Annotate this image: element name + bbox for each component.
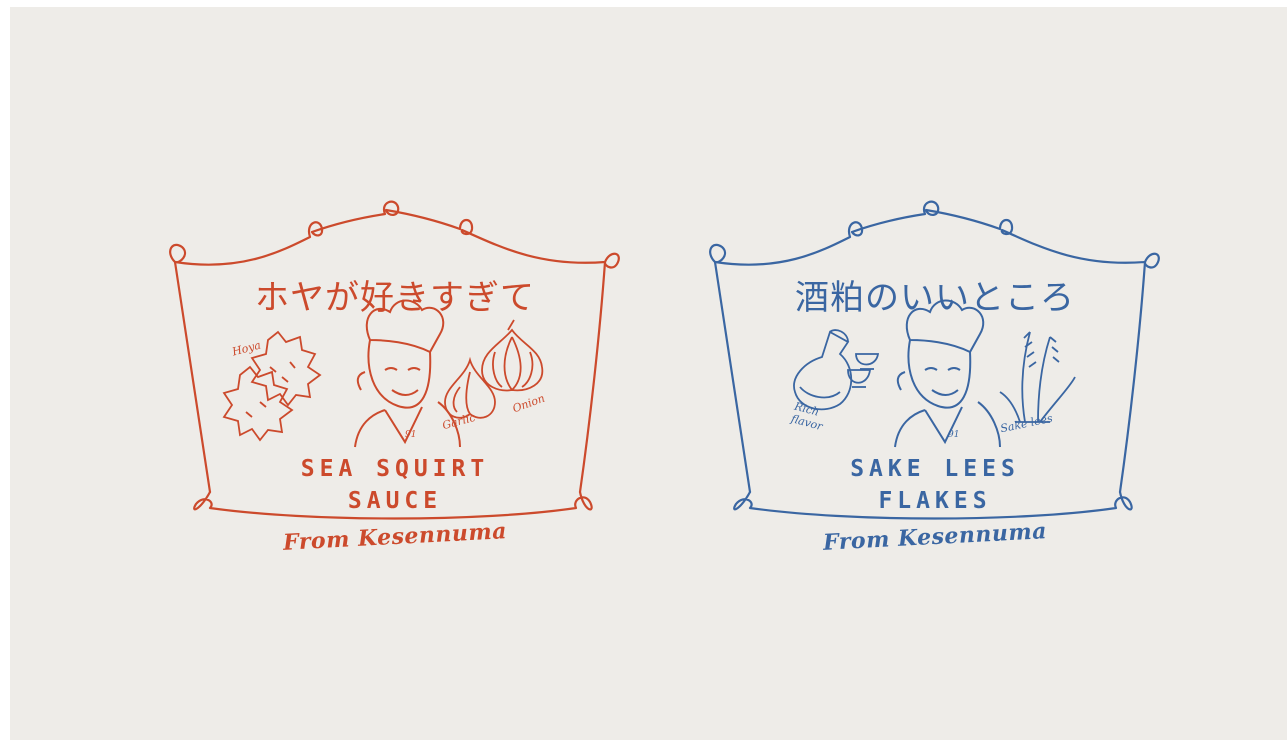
garlic-icon xyxy=(444,356,496,419)
sea-squirt-icon xyxy=(222,330,322,442)
sake-cups-icon xyxy=(847,353,880,388)
sea-squirt-sauce-label: ホヤが好きすぎて Hoya Garlic Onion 91 SEA SQUIRT… xyxy=(160,192,630,572)
product-name-line1: SEA SQUIRT xyxy=(300,456,490,482)
canvas-background: ホヤが好きすぎて Hoya Garlic Onion 91 SEA SQUIRT… xyxy=(10,7,1287,740)
jp-title: 酒粕のいいところ xyxy=(795,278,1075,318)
sake-lees-flakes-label: 酒粕のいいところ Rich flavor Sake lees 91 SAKE L… xyxy=(700,192,1170,572)
sake-bottle-icon xyxy=(793,329,853,411)
chef-number: 91 xyxy=(405,430,417,440)
chef-icon xyxy=(894,299,1001,448)
chef-icon xyxy=(354,299,461,448)
product-name-line1: SAKE LEES xyxy=(850,456,1020,482)
onion-icon xyxy=(481,319,544,392)
label-frame-right xyxy=(709,200,1160,520)
jp-title: ホヤが好きすぎて xyxy=(255,278,535,318)
product-name-line2: FLAKES xyxy=(878,488,992,514)
label-frame-left xyxy=(169,200,620,520)
rice-stalk-icon xyxy=(999,331,1076,423)
chef-number: 91 xyxy=(948,430,960,440)
product-name-line2: SAUCE xyxy=(347,488,443,514)
